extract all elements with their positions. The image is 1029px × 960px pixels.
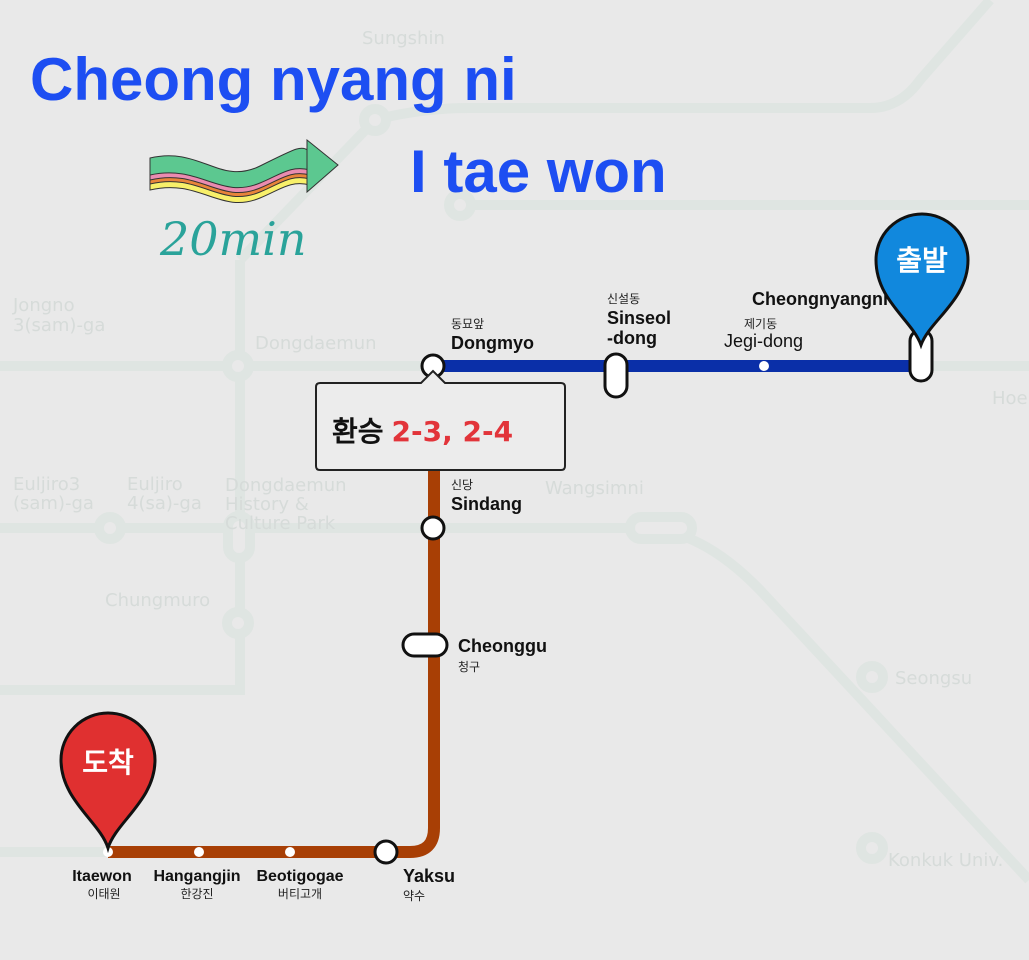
station-name-ko: 신당 xyxy=(451,478,473,492)
station-beotigogae[interactable]: Beotigogae 버티고개 xyxy=(256,847,344,901)
bg-label-dongdaemun: Dongdaemun xyxy=(255,333,377,354)
bg-label-chungmuro: Chungmuro xyxy=(105,590,210,611)
station-marker[interactable] xyxy=(373,839,399,865)
station-dongmyo[interactable]: 동묘앞 Dongmyo xyxy=(420,317,534,379)
bg-label-hoegi: Hoe xyxy=(992,388,1028,409)
transfer-label: 환승 xyxy=(332,415,384,448)
station-marker[interactable] xyxy=(194,847,204,857)
station-jegi-dong[interactable]: 제기동 Jegi-dong xyxy=(724,317,803,371)
station-name-en: Cheongnyangni xyxy=(752,289,888,309)
station-name-ko: 청구 xyxy=(458,660,480,674)
wavy-arrow-icon xyxy=(149,138,339,203)
destination-pin-label: 도착 xyxy=(82,746,134,779)
bg-label-jongno: Jongno xyxy=(12,295,75,316)
station-cheonggu[interactable]: Cheonggu 청구 xyxy=(401,632,547,674)
station-marker[interactable] xyxy=(759,361,769,371)
station-name-en: Jegi-dong xyxy=(724,331,803,351)
station-cheongnyangni[interactable]: Cheongnyangni xyxy=(752,289,934,383)
station-name-ko: 제기동 xyxy=(744,317,777,331)
station-name-en: Cheonggu xyxy=(458,636,547,656)
origin-pin-label: 출발 xyxy=(896,244,948,277)
origin-pin: 출발 xyxy=(874,212,970,350)
bg-label-seongsu: Seongsu xyxy=(895,668,972,689)
station-sindang[interactable]: 신당 Sindang xyxy=(420,478,522,541)
station-name-en: Itaewon xyxy=(72,868,132,885)
station-marker[interactable] xyxy=(603,352,629,399)
station-hangangjin[interactable]: Hangangjin 한강진 xyxy=(153,847,241,901)
bg-label-wangsimni: Wangsimni xyxy=(545,478,644,499)
station-itaewon[interactable]: Itaewon 이태원 xyxy=(72,847,132,901)
station-name-en: Beotigogae xyxy=(256,868,343,885)
station-marker[interactable] xyxy=(285,847,295,857)
travel-duration: 20min xyxy=(159,212,307,266)
bg-label-sungshin: Sungshin xyxy=(362,28,445,49)
origin-title: Cheong nyang ni xyxy=(30,46,517,113)
destination-title: I tae won xyxy=(410,138,667,205)
bg-label-ddp: Culture Park xyxy=(225,513,336,534)
station-yaksu[interactable]: Yaksu 약수 xyxy=(373,839,455,903)
station-marker[interactable] xyxy=(420,515,446,541)
bg-label-euljiro4: Euljiro xyxy=(127,474,183,495)
station-name-en: Sindang xyxy=(451,494,522,514)
station-name-ko: 동묘앞 xyxy=(451,317,484,331)
background-network xyxy=(0,0,1029,880)
station-name-ko: 약수 xyxy=(403,888,425,903)
station-name-ko: 신설동 xyxy=(607,292,640,306)
bg-label-konkuk: Konkuk Univ. xyxy=(888,850,1003,871)
station-marker[interactable] xyxy=(401,632,449,658)
transfer-doors: 2-3, 2-4 xyxy=(392,415,514,448)
bg-label-euljiro3: (sam)-ga xyxy=(13,493,94,514)
bg-label-euljiro3: Euljiro3 xyxy=(13,474,80,495)
bg-label-ddp: History & xyxy=(225,494,309,515)
map-pin-icon xyxy=(874,212,970,350)
station-name-en: Yaksu xyxy=(403,866,455,886)
station-name-en: Dongmyo xyxy=(451,333,534,353)
bg-label-ddp: Dongdaemun xyxy=(225,475,347,496)
background-labels: Sungshin Jongno 3(sam)-ga Dongdaemun Eul… xyxy=(12,28,1028,871)
station-name-ko: 이태원 xyxy=(87,887,120,901)
destination-pin: 도착 xyxy=(59,711,157,854)
station-name-ko: 버티고개 xyxy=(278,887,322,901)
bg-label-jongno: 3(sam)-ga xyxy=(13,315,105,336)
line-6-segment xyxy=(108,372,440,858)
station-name-en: Sinseol xyxy=(607,308,671,328)
bg-label-euljiro4: 4(sa)-ga xyxy=(127,493,202,514)
station-name-en: Hangangjin xyxy=(153,868,240,885)
station-name-en: -dong xyxy=(607,328,657,348)
map-pin-icon xyxy=(59,711,157,854)
station-sinseol-dong[interactable]: 신설동 Sinseol -dong xyxy=(603,292,671,399)
station-name-ko: 한강진 xyxy=(180,887,213,901)
